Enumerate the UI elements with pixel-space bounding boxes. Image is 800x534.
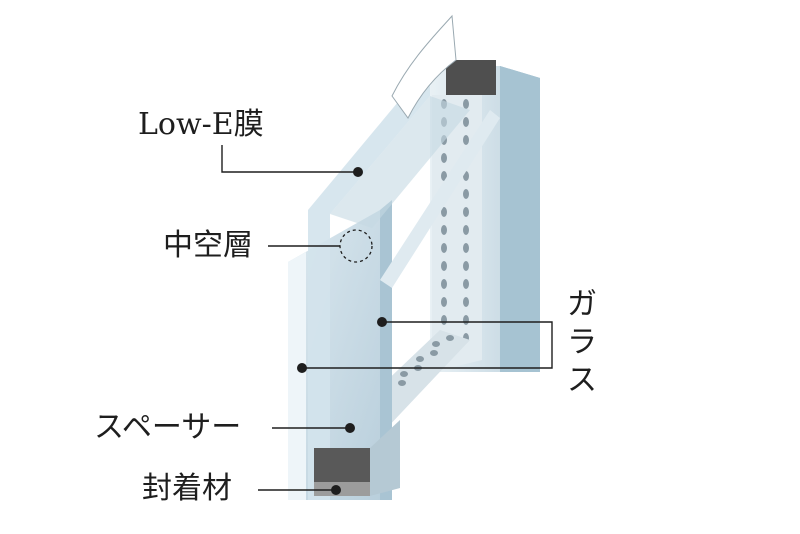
label-air-layer: 中空層 — [163, 228, 253, 263]
label-sealant: 封着材 — [142, 471, 232, 506]
label-low-e: Low-E膜 — [138, 107, 264, 142]
leader-glass — [302, 321, 553, 369]
sealant-block — [314, 482, 370, 496]
leader-lines — [221, 145, 553, 491]
leader-low-e — [221, 145, 358, 173]
low-e-film — [391, 14, 457, 119]
spacer-top — [446, 60, 496, 95]
middle-glass-pane — [308, 70, 470, 500]
spacer-block — [314, 448, 370, 482]
leader-dots — [297, 167, 387, 495]
label-glass: ガラス — [567, 287, 597, 398]
label-spacer: スペーサー — [94, 410, 242, 445]
bottom-edge — [370, 420, 400, 496]
